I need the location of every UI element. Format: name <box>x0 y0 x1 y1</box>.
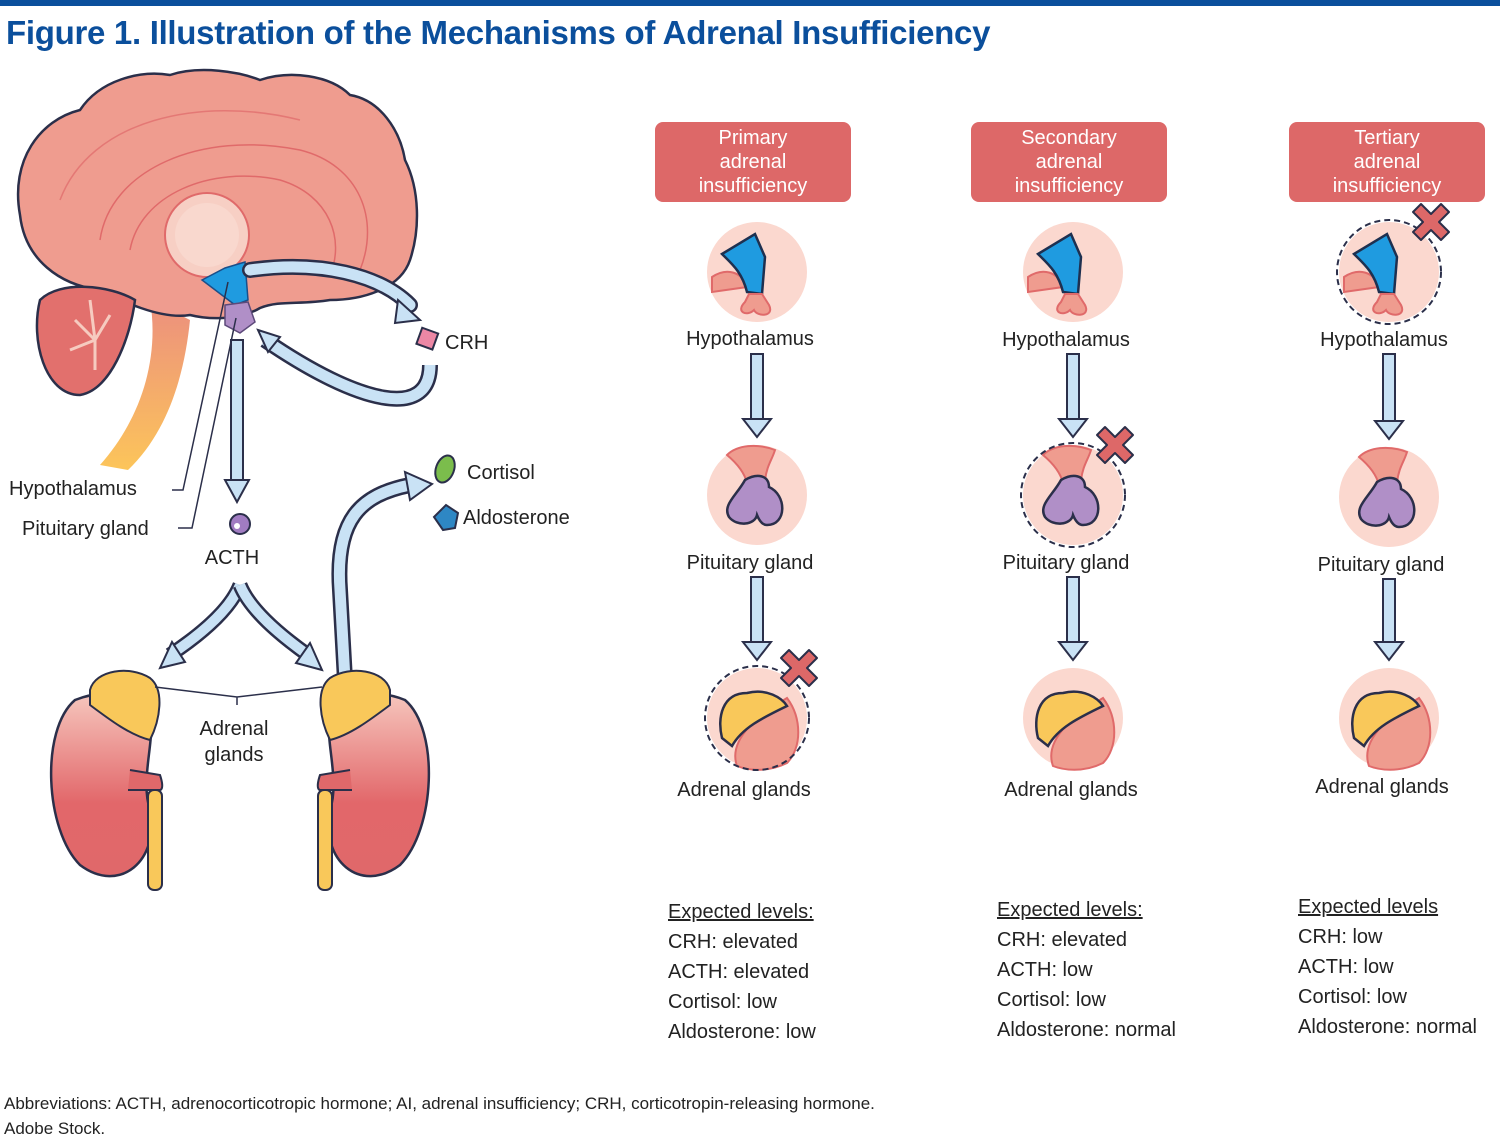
pituitary-icon <box>726 474 784 527</box>
level-cortisol: Cortisol: low <box>668 991 777 1013</box>
label-hypothalamus: Hypothalamus <box>9 478 137 500</box>
label-adrenal-glands: Adrenal glands <box>200 716 269 768</box>
label-adrenal-line2: glands <box>204 744 264 766</box>
failure-x-icon <box>1096 426 1134 464</box>
level-crh: CRH: elevated <box>668 931 799 953</box>
header-line: adrenal <box>719 151 787 173</box>
node-label-hypothalamus: Hypothalamus <box>686 328 814 350</box>
level-aldosterone: Aldosterone: normal <box>1298 1016 1477 1038</box>
stalk-icon <box>1372 293 1404 316</box>
header-line: adrenal <box>1353 151 1421 173</box>
label-crh: CRH <box>445 332 489 354</box>
level-cortisol: Cortisol: low <box>997 989 1106 1011</box>
label-acth: ACTH <box>204 547 260 569</box>
down-arrow <box>1382 578 1396 643</box>
header-line: Primary <box>718 127 788 149</box>
down-arrow <box>1066 353 1080 420</box>
header-tertiary: Tertiary adrenal insufficiency <box>1289 122 1485 202</box>
header-line: Tertiary <box>1354 127 1420 149</box>
acth-molecule-icon <box>229 513 251 535</box>
header-line: insufficiency <box>1332 175 1442 197</box>
down-arrow <box>750 353 764 420</box>
left-kidney <box>50 669 164 891</box>
node-label-hypothalamus: Hypothalamus <box>1320 329 1448 351</box>
footnote-credit: Adobe Stock. <box>4 1119 106 1138</box>
expected-levels-primary: Expected levels: CRH: elevated ACTH: ele… <box>668 897 816 1047</box>
header-line: insufficiency <box>1014 175 1124 197</box>
adrenal-gland-icon <box>719 690 789 748</box>
level-acth: ACTH: low <box>997 959 1093 981</box>
down-arrow <box>1382 353 1396 422</box>
down-arrow-head <box>1372 420 1406 441</box>
figure-title: Figure 1. Illustration of the Mechanisms… <box>6 14 991 51</box>
levels-heading: Expected levels <box>1298 896 1439 918</box>
brain-hypothalamus <box>200 261 249 306</box>
crh-molecule-icon <box>415 326 440 351</box>
down-arrow-head <box>740 418 774 439</box>
footnote-abbreviations: Abbreviations: ACTH, adrenocorticotropic… <box>4 1094 875 1113</box>
top-accent-bar <box>0 0 1500 6</box>
left-adrenal-gland <box>89 669 161 742</box>
node-label-pituitary: Pituitary gland <box>1317 554 1445 576</box>
pituitary-icon <box>1042 474 1100 527</box>
level-acth: ACTH: low <box>1298 956 1394 978</box>
failure-dashed-ring <box>704 665 810 771</box>
down-arrow <box>1066 576 1080 643</box>
cerebellum <box>35 285 137 397</box>
failure-x-icon <box>780 649 818 687</box>
header-secondary: Secondary adrenal insufficiency <box>971 122 1167 202</box>
level-aldosterone: Aldosterone: normal <box>997 1019 1176 1041</box>
node-label-adrenal: Adrenal glands <box>677 779 811 801</box>
levels-heading: Expected levels: <box>997 899 1143 921</box>
down-arrow <box>750 576 764 643</box>
right-kidney <box>316 669 430 891</box>
label-cortisol: Cortisol <box>467 462 535 484</box>
level-crh: CRH: elevated <box>997 929 1128 951</box>
brain-pituitary <box>224 301 256 334</box>
leader-adrenal <box>154 686 323 705</box>
arrow-pituitary-to-acth <box>230 339 244 481</box>
header-line: insufficiency <box>698 175 808 197</box>
brain-stem <box>100 300 190 470</box>
aldosterone-molecule-icon <box>432 503 460 532</box>
node-label-pituitary: Pituitary gland <box>686 552 814 574</box>
right-adrenal-gland <box>319 669 391 742</box>
header-line: Secondary <box>1021 127 1117 149</box>
failure-x-icon <box>1412 203 1450 241</box>
hypothalamus-icon <box>1035 232 1083 296</box>
stalk-icon <box>1056 293 1088 316</box>
header-primary: Primary adrenal insufficiency <box>655 122 851 202</box>
node-label-pituitary: Pituitary gland <box>1002 552 1130 574</box>
level-acth: ACTH: elevated <box>668 961 810 983</box>
level-aldosterone: Aldosterone: low <box>668 1021 816 1043</box>
pituitary-icon <box>1358 476 1416 529</box>
down-arrow-head <box>1056 418 1090 439</box>
cortisol-molecule-icon <box>434 454 456 484</box>
label-aldosterone: Aldosterone <box>463 507 570 529</box>
adrenal-gland-icon <box>1035 690 1105 748</box>
label-pituitary-gland: Pituitary gland <box>22 518 149 540</box>
failure-dashed-ring <box>1020 442 1126 548</box>
node-label-adrenal: Adrenal glands <box>1315 776 1449 798</box>
down-arrow-head <box>1056 641 1090 662</box>
header-line: adrenal <box>1035 151 1103 173</box>
node-label-hypothalamus: Hypothalamus <box>1002 329 1130 351</box>
levels-heading: Expected levels: <box>668 901 814 923</box>
stalk-icon <box>740 293 772 316</box>
level-crh: CRH: low <box>1298 926 1383 948</box>
level-cortisol: Cortisol: low <box>1298 986 1407 1008</box>
node-label-adrenal: Adrenal glands <box>1004 779 1138 801</box>
leader-hypothalamus <box>172 281 229 491</box>
down-arrow-head <box>740 641 774 662</box>
down-arrow-head <box>1372 641 1406 662</box>
expected-levels-tertiary: Expected levels CRH: low ACTH: low Corti… <box>1298 892 1477 1042</box>
failure-dashed-ring <box>1336 219 1442 325</box>
leader-pituitary <box>178 317 237 529</box>
label-adrenal-line1: Adrenal <box>199 718 269 740</box>
hypothalamus-icon <box>1351 232 1399 296</box>
adrenal-gland-icon <box>1351 690 1421 748</box>
hypothalamus-icon <box>719 232 767 296</box>
expected-levels-secondary: Expected levels: CRH: elevated ACTH: low… <box>997 895 1176 1045</box>
